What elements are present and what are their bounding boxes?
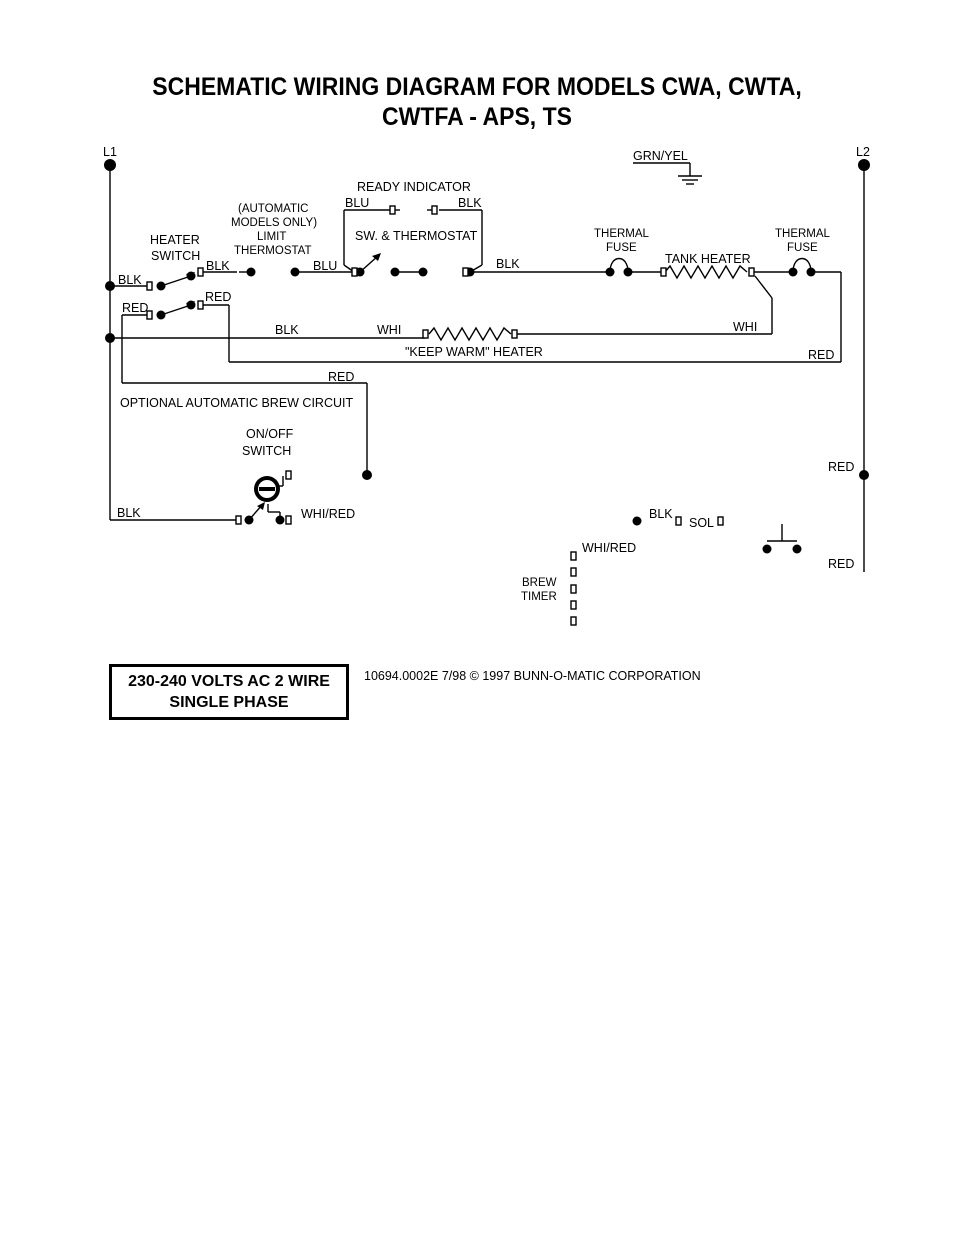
label-tank-heater: TANK HEATER xyxy=(665,252,751,266)
label-blk-top: BLK xyxy=(458,196,482,210)
label-blu-top: BLU xyxy=(345,196,369,210)
label-heater-switch-1: HEATER xyxy=(150,233,200,247)
label-thermostat: THERMOSTAT xyxy=(234,245,312,257)
label-whi-red-onoff: WHI/RED xyxy=(301,507,355,521)
label-thermal-fuse-2b: FUSE xyxy=(787,242,818,254)
label-whi-right: WHI xyxy=(733,320,757,334)
label-ground: GRN/YEL xyxy=(633,149,688,163)
label-onoff-1: ON/OFF xyxy=(246,427,294,441)
label-red-bottom-right: RED xyxy=(808,348,834,362)
label-thermal-fuse-2a: THERMAL xyxy=(775,228,831,240)
junction-dots xyxy=(104,159,870,554)
label-blk-hs: BLK xyxy=(206,259,230,273)
label-onoff-2: SWITCH xyxy=(242,444,291,458)
label-blk-onoff: BLK xyxy=(117,506,141,520)
label-blk-warm: BLK xyxy=(275,323,299,337)
title-line-1: SCHEMATIC WIRING DIAGRAM FOR MODELS CWA,… xyxy=(152,73,802,101)
label-auto-models: (AUTOMATIC xyxy=(238,203,309,215)
diagram-title: SCHEMATIC WIRING DIAGRAM FOR MODELS CWA,… xyxy=(38,72,916,132)
label-red-l2-bottom: RED xyxy=(828,557,854,571)
terminal-connectors xyxy=(146,205,755,626)
label-blu-mid: BLU xyxy=(313,259,337,273)
label-auto-models-2: MODELS ONLY) xyxy=(231,217,317,229)
voltage-box: 230-240 VOLTS AC 2 WIRE SINGLE PHASE xyxy=(109,664,349,720)
keep-warm-resistor xyxy=(428,326,512,342)
label-optional-brew: OPTIONAL AUTOMATIC BREW CIRCUIT xyxy=(120,396,353,410)
label-blk-after-sw: BLK xyxy=(496,257,520,271)
label-thermal-fuse-1a: THERMAL xyxy=(594,228,650,240)
voltage-line-1: 230-240 VOLTS AC 2 WIRE xyxy=(128,673,330,690)
label-whi-warm: WHI xyxy=(377,323,401,337)
label-keep-warm: "KEEP WARM" HEATER xyxy=(405,345,543,359)
voltage-line-2: SINGLE PHASE xyxy=(169,694,289,711)
label-sol: SOL xyxy=(689,516,714,530)
label-red-hs-left: RED xyxy=(122,301,148,315)
label-blk-l1: BLK xyxy=(118,273,142,287)
label-sw-thermostat: SW. & THERMOSTAT xyxy=(355,229,478,243)
heater-switch-blade xyxy=(160,275,192,287)
label-whi-red-timer: WHI/RED xyxy=(582,541,636,555)
label-brew-1: BREW xyxy=(522,577,557,589)
label-thermal-fuse-1b: FUSE xyxy=(606,242,637,254)
label-red-hs-right: RED xyxy=(205,290,231,304)
label-ready-indicator: READY INDICATOR xyxy=(357,180,471,194)
label-brew-2: TIMER xyxy=(521,591,557,603)
label-red-l2-mid: RED xyxy=(828,460,854,474)
tank-heater-resistor xyxy=(664,264,748,280)
title-line-2: CWTFA - APS, TS xyxy=(382,103,572,131)
label-limit: LIMIT xyxy=(257,231,286,243)
label-l1: L1 xyxy=(103,145,117,159)
label-blk-sol: BLK xyxy=(649,507,673,521)
credit-line: 10694.0002E 7/98 © 1997 BUNN-O-MATIC COR… xyxy=(364,669,701,683)
label-l2: L2 xyxy=(856,145,870,159)
label-heater-switch-2: SWITCH xyxy=(151,249,200,263)
label-red-brew: RED xyxy=(328,370,354,384)
